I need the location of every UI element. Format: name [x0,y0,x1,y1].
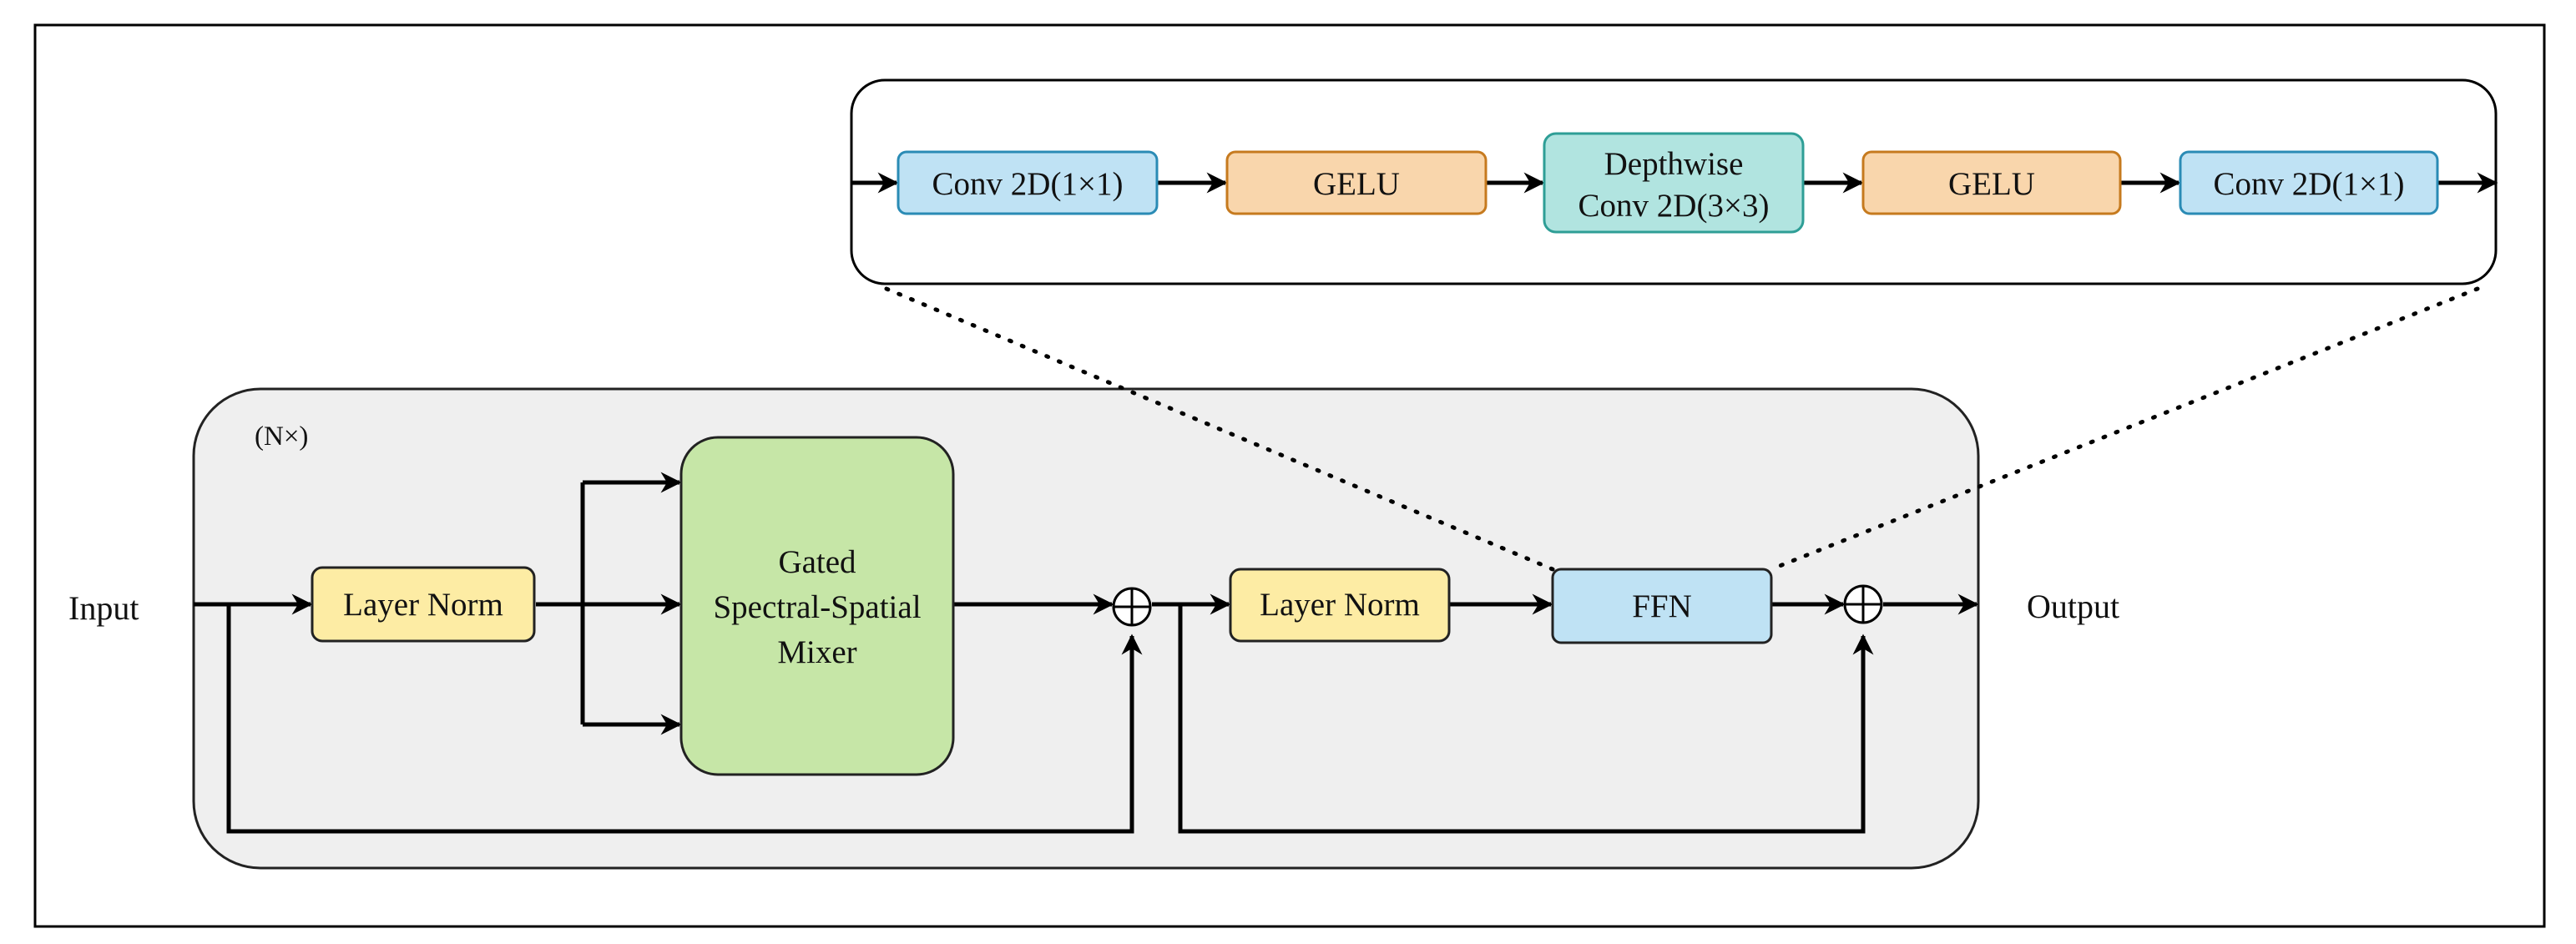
mixer-label-line-3: Mixer [777,634,856,670]
depthwise-label-line-1: Depthwise [1604,146,1744,182]
add-node-1 [1112,587,1152,627]
layer-norm-1-label: Layer Norm [343,587,503,623]
gelu-1-label: GELU [1313,166,1400,202]
conv-in-label: Conv 2D(1×1) [932,166,1124,202]
layer-norm-1-node: Layer Norm [311,566,536,643]
conv-out-node: Conv 2D(1×1) [2179,150,2439,215]
gelu-2-label: GELU [1948,166,2035,202]
main-connectors [194,472,1979,834]
main-block-container [192,387,1980,870]
layer-norm-2-node: Layer Norm [1229,568,1451,643]
conv-out-label: Conv 2D(1×1) [2214,166,2405,202]
output-label: Output [2027,588,2119,625]
layer-norm-2-label: Layer Norm [1260,587,1420,623]
ffn-node: FFN [1551,568,1773,644]
depthwise-node: Depthwise Conv 2D(3×3) [1543,132,1805,234]
gelu-1-node: GELU [1225,150,1488,215]
mixer-label-line-2: Spectral-Spatial [713,589,921,625]
input-label: Input [68,589,139,627]
gelu-2-node: GELU [1861,150,2122,215]
add-node-2 [1843,584,1883,624]
depthwise-label-line-2: Conv 2D(3×3) [1578,188,1770,224]
repeat-label: (N×) [255,422,308,452]
zoom-line-left [884,286,1555,572]
mixer-node: Gated Spectral-Spatial Mixer [679,436,955,776]
conv-in-node: Conv 2D(1×1) [897,150,1159,215]
ffn-label: FFN [1632,588,1692,624]
mixer-label-line-1: Gated [778,544,856,580]
